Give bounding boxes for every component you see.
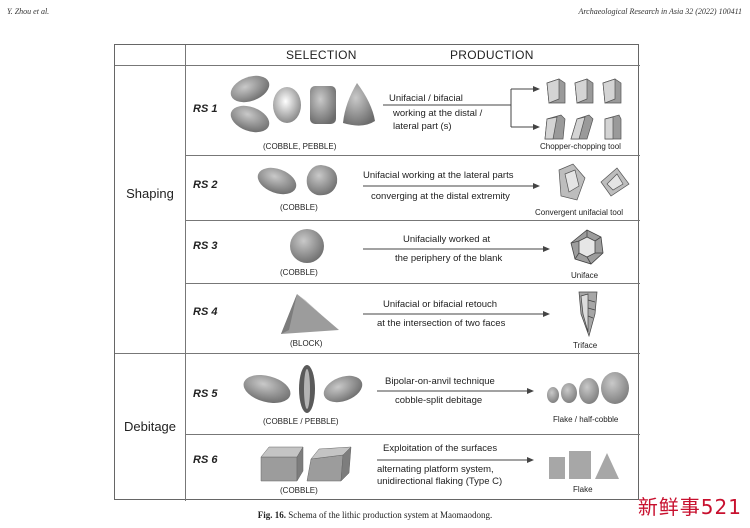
rs2-process-line1: Unifacial working at the lateral parts bbox=[363, 170, 514, 181]
rs1-result-tools bbox=[544, 78, 622, 140]
rs-label: RS 2 bbox=[193, 179, 218, 191]
rs-label: RS 1 bbox=[193, 103, 218, 115]
rs1-process-arrows bbox=[383, 86, 540, 130]
rs3-result-caption: Uniface bbox=[571, 271, 599, 280]
rs1-process-line3: lateral part (s) bbox=[393, 121, 452, 132]
rs5-blank-shapes bbox=[243, 365, 363, 413]
rs3-process-arrow bbox=[363, 246, 550, 252]
rs5-process-line1: Bipolar-on-anvil technique bbox=[385, 376, 495, 387]
column-divider bbox=[185, 45, 186, 501]
rs5-process-line2: cobble-split debitage bbox=[395, 395, 483, 406]
rs6-result-flakes bbox=[549, 451, 619, 479]
rs5-result-caption: Flake / half-cobble bbox=[553, 415, 619, 424]
figure-caption-text: Schema of the lithic production system a… bbox=[286, 510, 493, 520]
row-divider bbox=[185, 434, 640, 435]
rs4-process-line2: at the intersection of two faces bbox=[377, 318, 506, 329]
rs6-process-line3: unidirectional flaking (Type C) bbox=[377, 476, 503, 487]
rs4-process-arrow bbox=[363, 311, 550, 317]
rs2-result-tools bbox=[558, 163, 630, 201]
rs6-selection-caption: (COBBLE) bbox=[280, 486, 318, 495]
row-divider bbox=[185, 155, 640, 156]
rs3-selection-caption: (COBBLE) bbox=[280, 268, 318, 277]
row-divider bbox=[185, 283, 640, 284]
rs2-process-line2: converging at the distal extremity bbox=[371, 191, 510, 202]
rs4-result-tool bbox=[578, 291, 598, 338]
rs3-result-tool bbox=[570, 229, 604, 265]
rs2-blank-shapes bbox=[257, 165, 338, 196]
row-divider bbox=[185, 220, 640, 221]
group-debitage: Debitage bbox=[123, 419, 177, 434]
rs3-process-line2: the periphery of the blank bbox=[395, 253, 503, 264]
rs4-process-line1: Unifacial or bifacial retouch bbox=[383, 299, 498, 310]
rs1-process-line1: Unifacial / bifacial bbox=[389, 93, 463, 104]
production-header: PRODUCTION bbox=[450, 48, 534, 62]
figure-caption: Fig. 16. Schema of the lithic production… bbox=[0, 510, 750, 520]
running-head-right: Archaeological Research in Asia 32 (2022… bbox=[578, 7, 742, 16]
rs6-result-caption: Flake bbox=[573, 485, 593, 494]
rs1-blank-shapes bbox=[230, 75, 375, 133]
rs2-selection-caption: (COBBLE) bbox=[280, 203, 318, 212]
rs3-blank-shape bbox=[290, 229, 324, 263]
rs4-blank-shape bbox=[281, 294, 339, 334]
rs-label: RS 6 bbox=[193, 454, 218, 466]
rs4-result-caption: Triface bbox=[573, 341, 598, 350]
rs6-process-line2: alternating platform system, bbox=[377, 464, 494, 475]
rs6-blank-shapes bbox=[260, 446, 352, 482]
header-divider bbox=[115, 65, 640, 66]
rs1-process-line2: working at the distal / bbox=[393, 108, 483, 119]
rs-label: RS 4 bbox=[193, 306, 218, 318]
rs5-selection-caption: (COBBLE / PEBBLE) bbox=[263, 417, 339, 426]
rs-label: RS 3 bbox=[193, 240, 218, 252]
figure-number: Fig. 16. bbox=[257, 510, 287, 520]
rs-label: RS 5 bbox=[193, 388, 218, 400]
watermark: 新鲜事521 bbox=[637, 495, 742, 519]
rs5-result-flakes bbox=[547, 372, 629, 404]
rs6-process-line1: Exploitation of the surfaces bbox=[383, 443, 498, 454]
rs3-process-line1: Unifacially worked at bbox=[403, 234, 491, 245]
rs5-process-arrow bbox=[377, 388, 534, 394]
rs1-result-caption: Chopper-chopping tool bbox=[540, 142, 621, 151]
rs2-result-caption: Convergent unifacial tool bbox=[535, 208, 624, 217]
selection-header: SELECTION bbox=[286, 48, 357, 62]
group-divider bbox=[115, 353, 640, 354]
rs6-process-arrow bbox=[377, 457, 534, 463]
rs2-process-arrow bbox=[363, 183, 540, 189]
rs1-selection-caption: (COBBLE, PEBBLE) bbox=[263, 142, 337, 151]
lithic-schema-figure: SELECTION PRODUCTION Shaping Debitage RS… bbox=[114, 44, 640, 501]
rs4-selection-caption: (BLOCK) bbox=[290, 339, 323, 348]
group-shaping: Shaping bbox=[126, 186, 174, 201]
running-head-left: Y. Zhou et al. bbox=[7, 7, 50, 16]
